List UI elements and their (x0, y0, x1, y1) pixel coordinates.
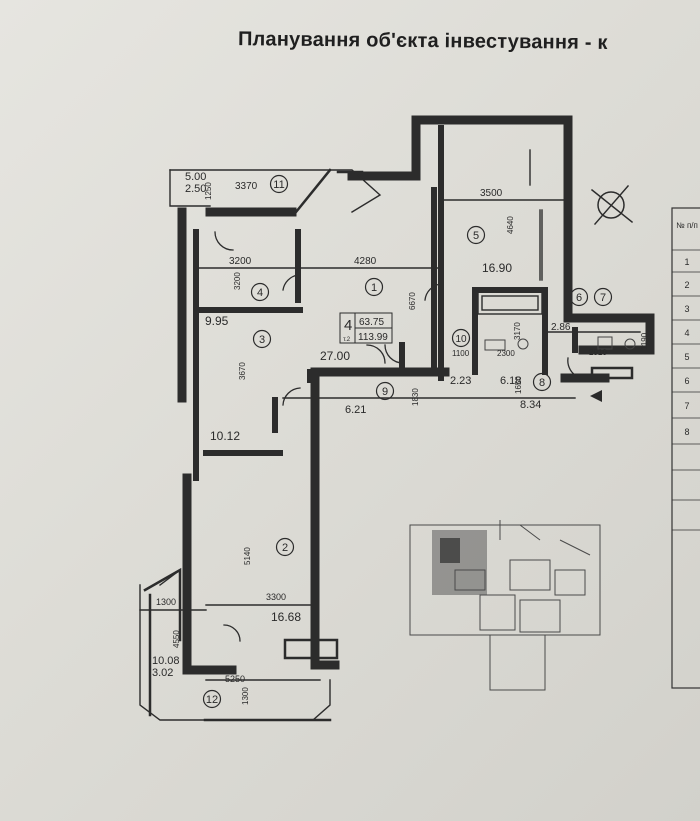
bathroom-fixtures (484, 336, 636, 351)
room-number: 1 (371, 282, 377, 294)
dim-label: 1300 (241, 687, 250, 705)
legend-table (671, 207, 700, 689)
dim-label: 6670 (408, 292, 417, 310)
dim-label: 3370 (235, 181, 258, 192)
dim-label: 3300 (266, 592, 286, 602)
windows (177, 115, 526, 561)
doors (214, 231, 576, 642)
room-area: 2.23 (450, 375, 471, 387)
balcony-walls (143, 168, 634, 722)
table-number: 4 (684, 328, 689, 338)
room-number: 11 (273, 179, 284, 191)
living-area: 63.75 (359, 317, 384, 328)
dim-label: 1100 (452, 349, 470, 358)
dim-label: 3170 (513, 322, 522, 340)
room-number: 4 (257, 287, 263, 299)
room-area: 16.68 (271, 610, 301, 624)
floor-location-thumbnail (409, 520, 601, 691)
room-number: 2 (282, 542, 288, 554)
room-number: 10 (455, 334, 467, 345)
room-area: 10.12 (210, 429, 240, 443)
table-number: 7 (684, 401, 689, 411)
table-number: 6 (684, 376, 689, 386)
room-number: 12 (206, 694, 218, 706)
dim-label: 1300 (156, 597, 176, 607)
dim-label: 5140 (243, 547, 252, 565)
dim-label: 2910 (589, 348, 607, 357)
room-area: 10.08 (152, 655, 180, 667)
dim-label: 1650 (514, 376, 523, 394)
table-number: 2 (684, 280, 689, 290)
north-arrow-icon (590, 184, 634, 226)
room-number: 8 (539, 377, 545, 389)
dim-label: 5250 (225, 674, 245, 684)
room-number-labels: 1 2 3 4 5 6 7 8 9 10 11 12 (206, 179, 606, 706)
dim-label: 3200 (229, 256, 252, 267)
table-header: № п/п (676, 221, 698, 230)
dim-label: 1190 (640, 332, 649, 350)
room-area: 6.21 (345, 404, 366, 416)
room-area: 16.90 (482, 261, 512, 275)
legend-table-text: № п/п 1 2 3 4 5 6 7 8 (676, 221, 698, 437)
dim-label: 4550 (172, 630, 181, 648)
room-number: 9 (382, 386, 388, 398)
outer-walls (177, 115, 655, 675)
bath-area: 6.18 (500, 375, 521, 387)
room-area: 5.00 (185, 171, 206, 183)
room-area: 27.00 (320, 349, 350, 363)
room-area: 2.86 (551, 322, 571, 333)
dim-label: 2300 (497, 349, 515, 358)
rooms-count: 4 (344, 317, 352, 334)
dimension-labels: 3370 1250 3200 4280 3500 4640 3200 6670 … (156, 181, 649, 705)
inner-walls (193, 125, 578, 481)
balcony-reduced-area: 3.02 (152, 667, 173, 679)
balcony-reduced-area: 2.50 (185, 183, 206, 195)
room-area: 8.34 (520, 399, 541, 411)
dim-label: 3500 (480, 188, 503, 199)
dim-label: 4640 (506, 216, 515, 234)
dim-label: 4280 (354, 256, 377, 267)
table-number: 5 (684, 352, 689, 362)
dim-label: 1250 (204, 182, 213, 200)
table-number: 8 (684, 427, 689, 437)
table-number: 1 (684, 257, 689, 267)
room-area-labels: 27.00 16.68 10.12 9.95 16.90 2.86 8.34 6… (152, 171, 571, 679)
entrance-arrow-icon (590, 390, 602, 402)
total-area: 113.99 (358, 332, 388, 343)
room-number: 5 (473, 230, 479, 242)
apartment-summary: 4 т.2 63.75 113.99 (339, 312, 393, 344)
room-area: 9.95 (205, 314, 229, 328)
room-number: 6 (576, 292, 582, 304)
dim-label: 3200 (233, 272, 242, 290)
level-label: т.2 (343, 337, 351, 343)
room-number: 3 (259, 334, 265, 346)
dim-label: 3670 (238, 362, 247, 380)
dim-label: 1830 (411, 388, 420, 406)
room-number: 7 (600, 292, 606, 304)
room-markers (202, 174, 613, 709)
table-number: 3 (684, 304, 689, 314)
